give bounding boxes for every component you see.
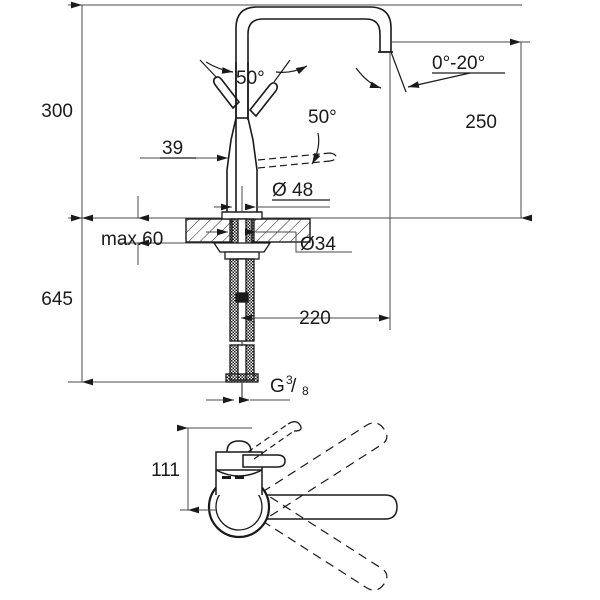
dim-50-right-label: 50°	[308, 107, 337, 128]
lever-handle-dashed-position	[257, 152, 337, 169]
lever-right-ref-line	[273, 59, 291, 83]
plan-lever-dashed-tip	[287, 421, 302, 432]
dim-39-label: 39	[162, 138, 183, 159]
hose-coupling-mid	[235, 292, 249, 303]
dim-645-label: 645	[41, 289, 73, 310]
dim-250-label: 250	[465, 112, 497, 133]
plan-housing-mark-a	[222, 476, 231, 479]
swivel-leader	[407, 72, 471, 88]
fixing-nut	[224, 251, 260, 260]
dimension-lever-angle-right: 50°	[273, 59, 337, 165]
plan-lever-dashed	[247, 423, 295, 460]
dimension-220: 220	[241, 308, 390, 329]
plan-spout-dashed-lower	[249, 492, 388, 591]
dimension-diameter-34: Ø34	[206, 228, 352, 255]
dim-max60-label: max.60	[101, 229, 163, 250]
dim-swivel-label: 0°-20°	[432, 53, 485, 74]
lever-right-arc-upper	[275, 65, 308, 75]
base-flange	[221, 211, 263, 220]
dimension-max-60: max.60	[101, 196, 163, 265]
thread-label-slash: /	[291, 376, 297, 397]
spout-inner-profile	[247, 18, 381, 120]
dimension-diameter-48: Ø 48	[214, 180, 330, 211]
thread-label-numerator: 3	[286, 373, 293, 387]
plan-lever-solid	[242, 454, 286, 468]
plan-lever-cap	[226, 440, 252, 453]
mounting-shank-assembly	[212, 211, 272, 400]
thread-label-denominator: 8	[302, 384, 309, 398]
hose-end-fitting	[225, 373, 259, 383]
dim-300-label: 300	[41, 101, 73, 122]
dimension-300: 300	[41, 1, 93, 222]
dim-50-left-label: 50°	[236, 68, 265, 89]
faucet-plan-view	[207, 421, 398, 591]
dimension-645: 645	[41, 214, 93, 386]
swivel-arc	[355, 67, 382, 89]
dim-d34-leader-elbow	[295, 232, 352, 253]
fixing-washer	[212, 242, 272, 253]
thread-label-prefix: G	[270, 376, 285, 397]
spout-outlet	[379, 45, 392, 53]
dimension-thread-size: G 3 / 8	[206, 373, 309, 404]
swivel-tilt-line	[390, 51, 407, 93]
shank-inner-tube	[237, 218, 247, 247]
dimension-swivel-angle: 0°-20°	[355, 51, 505, 93]
lever-left-ref-line	[199, 59, 218, 79]
centre-lines	[241, 52, 391, 330]
faucet-body-right	[247, 117, 258, 216]
faucet-body-left	[226, 117, 237, 216]
dimension-250: 250	[390, 38, 532, 222]
dim-d48-label: Ø 48	[272, 180, 313, 201]
dim-111-label: 111	[151, 460, 180, 481]
lever-left-arc	[205, 61, 234, 74]
plan-spout-dashed-upper	[249, 422, 388, 521]
dimension-39: 39	[148, 138, 228, 162]
dim-d34-label: Ø34	[300, 234, 336, 255]
dimension-lever-angle-left: 50°	[199, 59, 265, 89]
lever-handle-solid	[212, 76, 241, 110]
spout-outer-profile	[235, 6, 392, 218]
faucet-elevation-view	[212, 6, 393, 218]
lever-right-arc-lower	[311, 132, 321, 165]
dimension-111: 111	[151, 424, 252, 514]
dim-220-label: 220	[299, 308, 331, 329]
lever-handle-ghost	[248, 82, 279, 118]
plan-housing-mark-b	[235, 476, 244, 479]
countertop-hatch-left	[185, 218, 233, 243]
